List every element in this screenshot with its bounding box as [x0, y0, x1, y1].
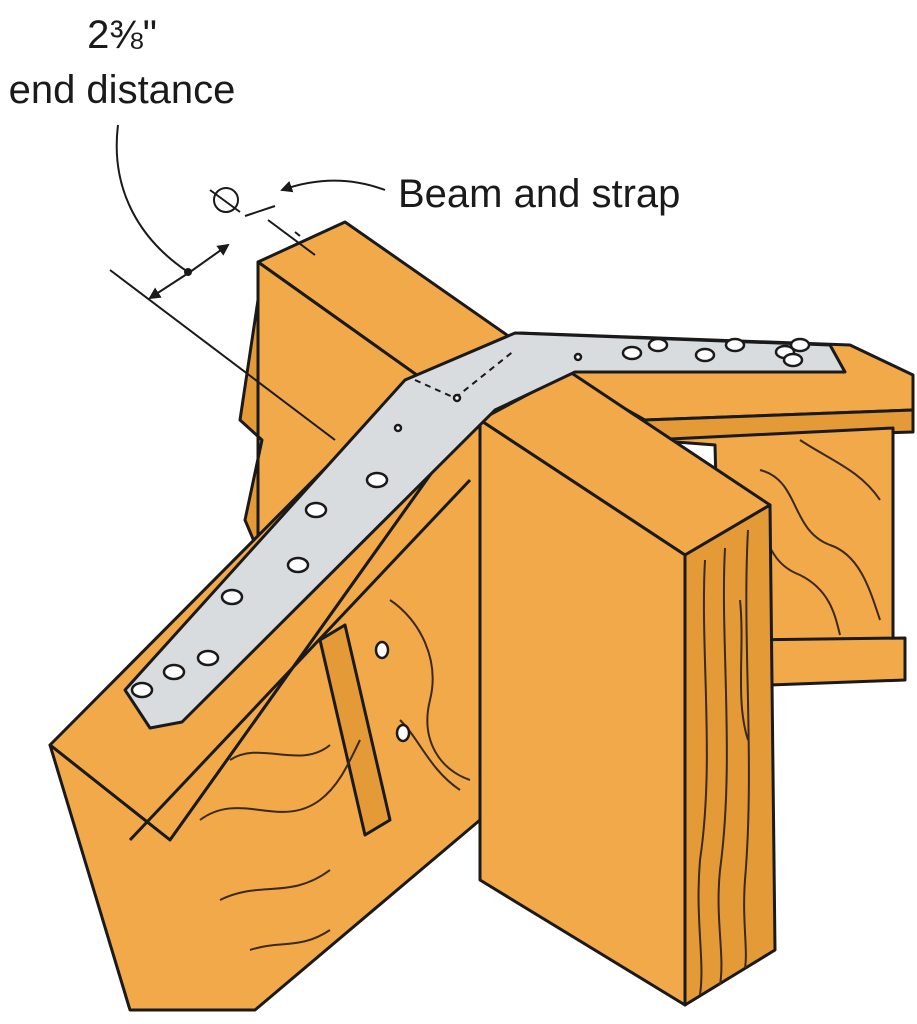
dimension-value-label: 2⅜": [87, 13, 157, 57]
nail-hole: [374, 640, 390, 660]
nail-hole: [393, 423, 403, 433]
nail-hole: [162, 663, 186, 681]
nail-hole: [782, 352, 804, 368]
nail-hole: [196, 649, 220, 667]
nail-hole: [789, 337, 811, 353]
nail-hole: [573, 352, 583, 362]
callout-label: Beam and strap: [398, 172, 680, 216]
nail-hole: [286, 556, 310, 574]
nail-hole: [724, 337, 746, 353]
nail-hole: [365, 471, 389, 489]
dimension-caption-label: end distance: [9, 68, 236, 112]
nail-hole: [220, 588, 244, 606]
strap-nail-holes: [130, 337, 811, 743]
nail-hole: [304, 501, 328, 519]
nail-hole: [621, 345, 643, 361]
nail-hole: [130, 681, 154, 699]
sloped-joist-grain: [199, 599, 471, 951]
front-post: [478, 370, 777, 1007]
nail-hole: [647, 337, 669, 353]
nail-hole: [694, 347, 716, 363]
front-post-grain: [697, 529, 750, 996]
nail-hole: [452, 393, 462, 403]
metal-strap: [123, 331, 847, 730]
dimension-lines: [109, 124, 386, 441]
nail-hole: [395, 723, 411, 743]
dimension-point: [184, 268, 192, 276]
